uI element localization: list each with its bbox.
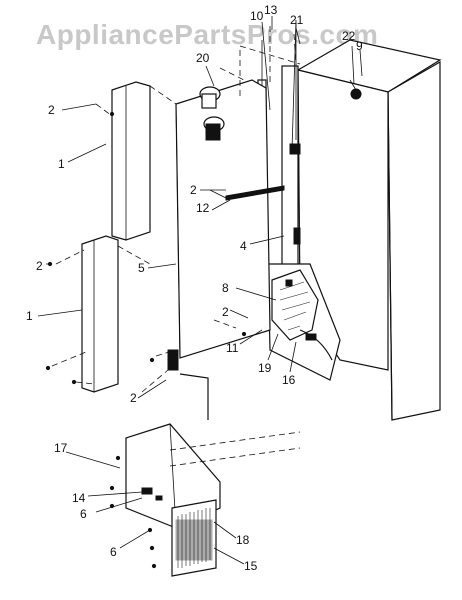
callout-leaders (37, 16, 363, 565)
callout-20: 20 (196, 51, 210, 65)
bracket-12 (209, 185, 285, 201)
callout-9: 9 (356, 39, 363, 53)
grille-panel (171, 499, 217, 577)
screw-dots (45, 111, 247, 569)
part-22-plug (349, 79, 362, 100)
callout-4: 4 (240, 239, 247, 253)
callout-2-mid: 2 (190, 183, 197, 197)
callout-8: 8 (222, 281, 229, 295)
callout-19: 19 (258, 361, 272, 375)
callout-12: 12 (196, 201, 210, 215)
callout-22: 22 (342, 29, 356, 43)
watermark-text: AppliancePartsPros.com (36, 19, 378, 50)
center-panel (167, 79, 271, 420)
callout-2-left: 2 (36, 259, 43, 273)
callout-17: 17 (54, 441, 68, 455)
cabinet-side-wall (296, 39, 442, 421)
callout-2-right: 2 (222, 305, 229, 319)
callout-11: 11 (226, 341, 239, 355)
callout-1-upper: 1 (58, 157, 65, 171)
callout-16: 16 (282, 373, 296, 387)
callout-21: 21 (290, 13, 304, 27)
lower-mechanism (267, 263, 341, 381)
guide-lines-top (219, 26, 301, 100)
callout-6-lower: 6 (110, 545, 117, 559)
screw-leaders-left (51, 103, 237, 393)
side-trim-upper (111, 81, 177, 241)
callout-5: 5 (138, 261, 145, 275)
callout-10: 10 (250, 9, 264, 23)
bottom-plate (125, 423, 301, 529)
callout-1-lower: 1 (26, 309, 33, 323)
callout-15: 15 (244, 559, 258, 573)
callout-2-top: 2 (48, 103, 55, 117)
callout-14: 14 (72, 491, 86, 505)
callout-18: 18 (236, 533, 250, 547)
callout-labels: 2 1 2 1 5 2 2 2 12 4 8 11 19 16 20 10 13… (26, 3, 363, 573)
callout-13: 13 (264, 3, 278, 17)
side-trim-lower (81, 235, 151, 393)
callout-6-upper: 6 (80, 507, 87, 521)
callout-2-bottom: 2 (130, 391, 137, 405)
part-20-fittings (199, 86, 225, 141)
